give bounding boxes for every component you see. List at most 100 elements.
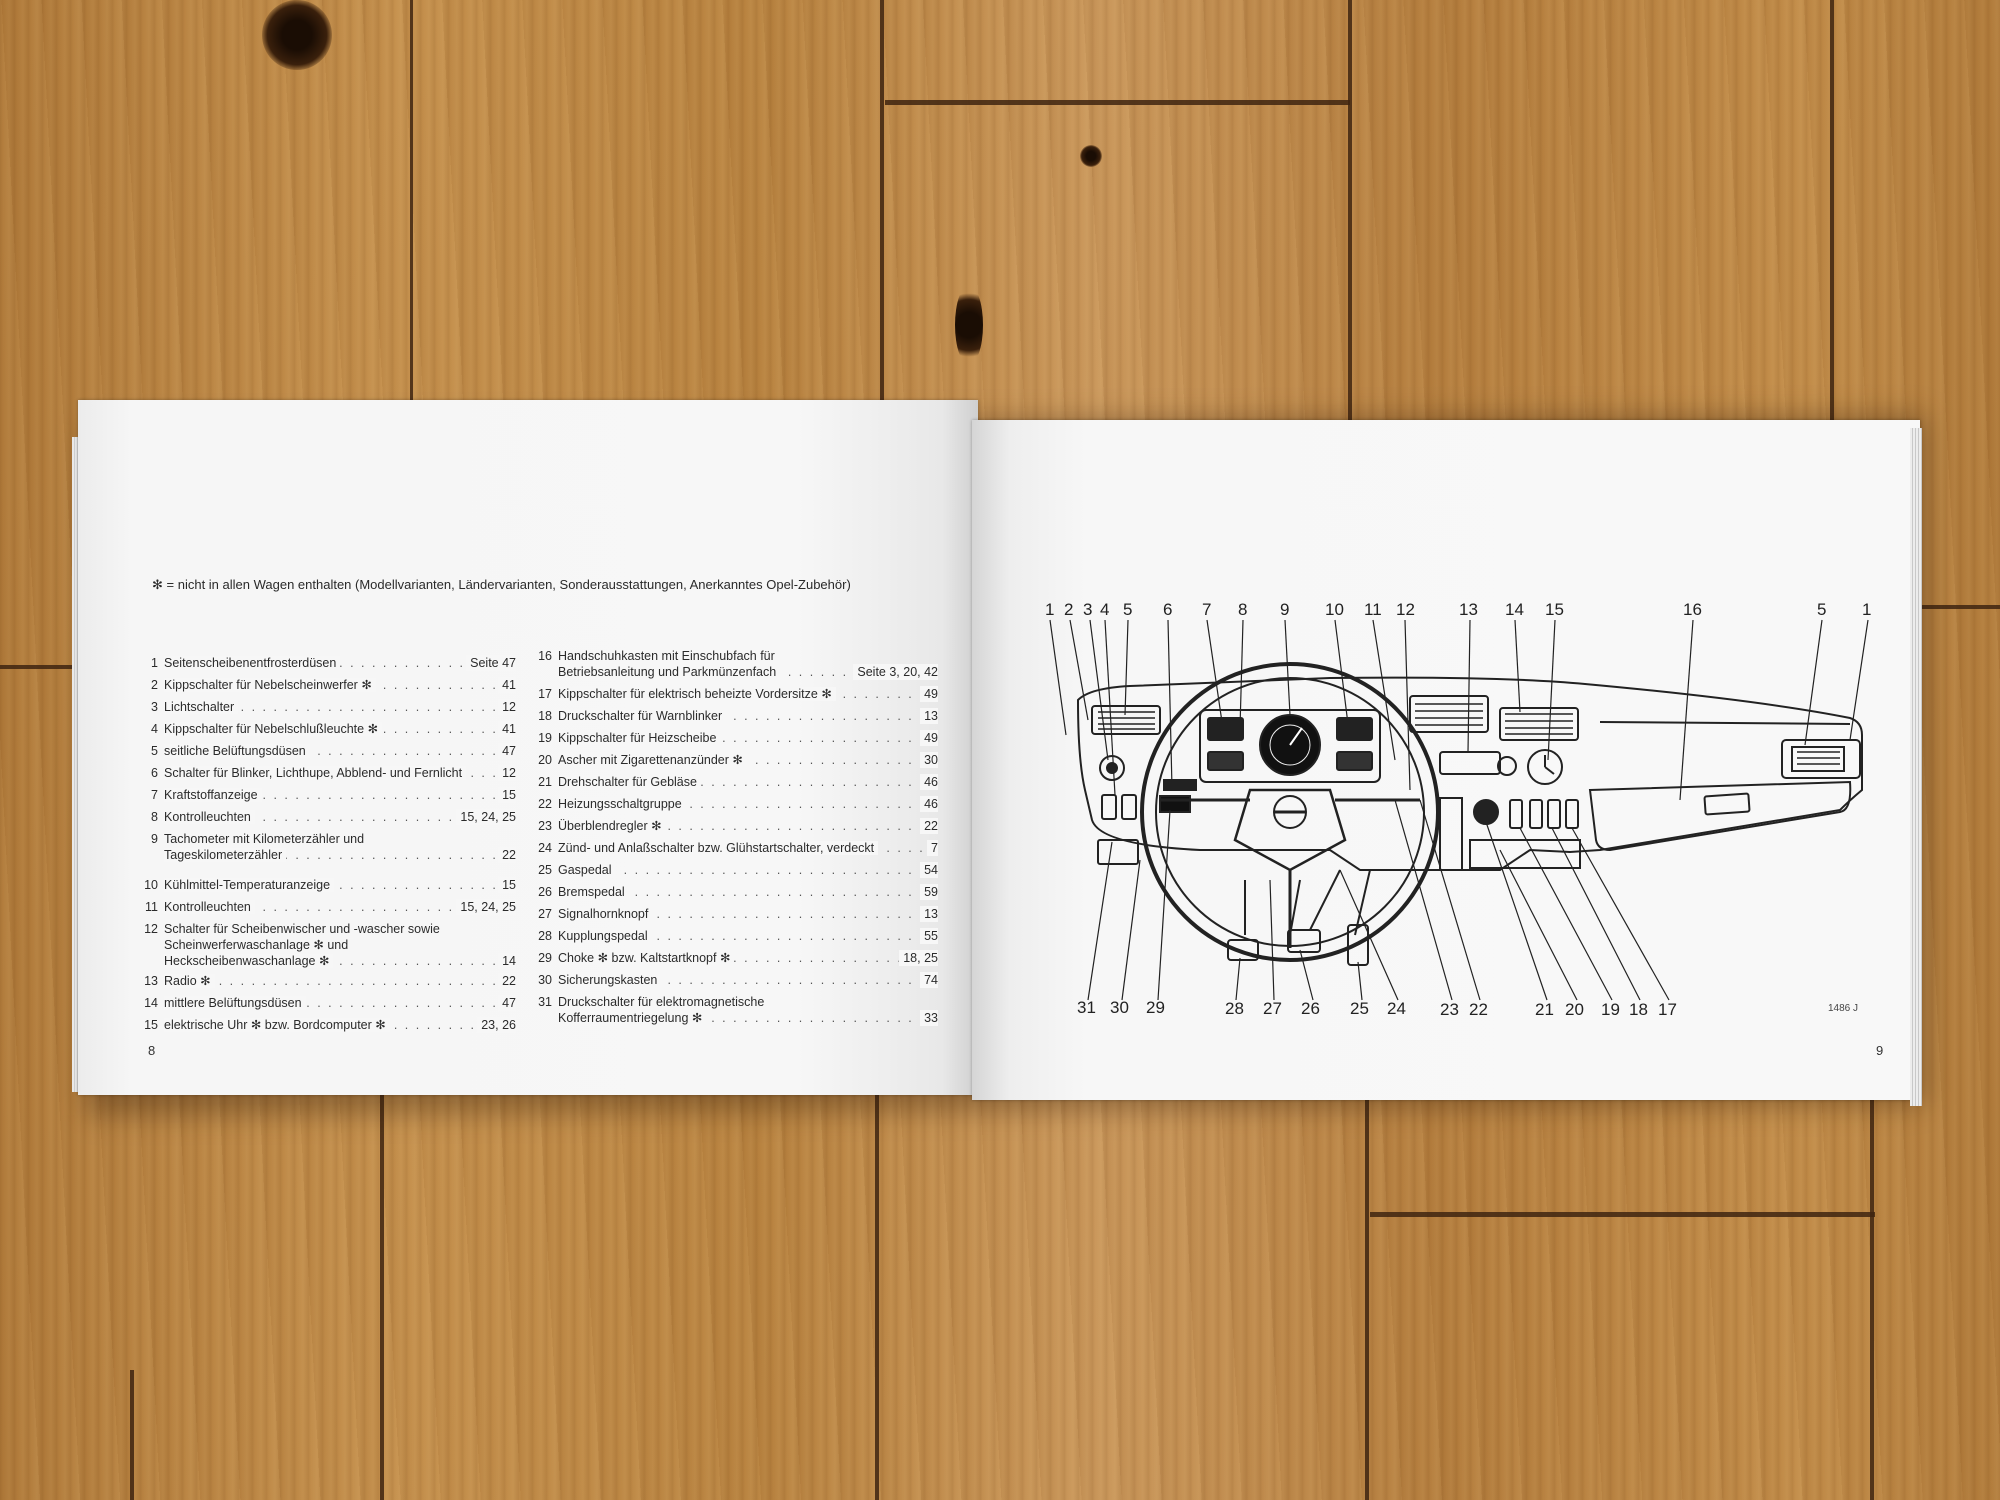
legend-number: 15	[144, 1018, 158, 1032]
legend-text: Schalter für Blinker, Lichthupe, Abblend…	[164, 766, 467, 780]
legend-number: 19	[538, 731, 552, 745]
legend-row: 11Kontrolleuchten15, 24, 25	[136, 899, 516, 915]
legend-number: 24	[538, 841, 552, 855]
legend-row: 19 Kippschalter für Heizscheibe 49	[530, 730, 938, 746]
legend-row: 7Kraftstoffanzeige15	[136, 787, 516, 803]
legend-page-ref: 7	[927, 840, 938, 856]
legend-text-cont: Kofferraumentriegelung ✻	[558, 1011, 703, 1025]
legend-text-cont: Betriebsanleitung und Parkmünzenfach	[558, 665, 777, 679]
legend-text: Kupplungspedal	[558, 929, 652, 943]
legend-page-ref: 49	[920, 730, 938, 746]
legend-text: Kippschalter für Nebelscheinwerfer ✻	[164, 678, 376, 692]
ashtray	[1469, 839, 1581, 869]
legend-page-ref: 15, 24, 25	[456, 809, 516, 825]
legend-page-ref: Seite 3, 20, 42	[853, 664, 938, 680]
legend-text: Sicherungskasten	[558, 973, 662, 987]
legend-number: 29	[538, 951, 552, 965]
callout-label: 29	[1146, 998, 1165, 1017]
legend-page-ref: 33	[920, 1010, 938, 1026]
callout-label: 21	[1535, 1000, 1554, 1019]
floor-seam	[1915, 605, 2000, 609]
legend-page-ref: 22	[498, 847, 516, 863]
floor-seam	[880, 0, 884, 430]
legend-number: 18	[538, 709, 552, 723]
legend-text: Kühlmittel-Temperaturanzeige	[164, 878, 335, 892]
legend-page-ref: 55	[920, 928, 938, 944]
legend-text-cont: Scheinwerferwaschanlage ✻ und	[164, 938, 349, 952]
heater-controls	[1439, 797, 1463, 871]
callout-label: 2	[1064, 600, 1074, 619]
callout-label: 19	[1601, 1000, 1620, 1019]
legend-number: 25	[538, 863, 552, 877]
legend-text-cont: Tageskilometerzähler	[164, 848, 283, 862]
radio	[1439, 751, 1501, 775]
legend-text: Radio ✻	[164, 974, 215, 988]
legend-text: seitliche Belüftungsdüsen	[164, 744, 310, 758]
legend-text: Handschuhkasten mit Einschubfach für	[558, 649, 775, 663]
callout-label: 7	[1202, 600, 1212, 619]
legend-page-ref: 12	[498, 699, 516, 715]
legend-number: 9	[151, 832, 158, 846]
legend-number: 13	[144, 974, 158, 988]
legend-page-ref: 15, 24, 25	[456, 899, 516, 915]
legend-page-ref: 41	[498, 677, 516, 693]
legend-text: Ascher mit Zigarettenanzünder ✻	[558, 753, 747, 767]
fan-knob	[1473, 799, 1499, 825]
legend-number: 22	[538, 797, 552, 811]
legend-row: 28Kupplungspedal55	[530, 928, 938, 944]
page-edges-right	[1910, 428, 1922, 1106]
vent-left	[1091, 705, 1161, 735]
legend-page-ref: 15	[498, 787, 516, 803]
steering-hub	[1233, 788, 1347, 872]
legend-text: Druckschalter für elektromagnetische	[558, 995, 765, 1009]
floor-seam	[410, 0, 413, 410]
legend-text: Kraftstoffanzeige	[164, 788, 262, 802]
legend-row: 2 Kippschalter für Nebelscheinwerfer ✻ 41	[136, 677, 516, 693]
legend-page-ref: 12	[498, 765, 516, 781]
legend-page-ref: 18, 25	[899, 950, 938, 966]
legend-number: 21	[538, 775, 552, 789]
wood-knot	[262, 0, 332, 70]
page-number-right: 9	[1876, 1043, 1884, 1058]
legend-page-ref: 47	[498, 995, 516, 1011]
callout-label: 26	[1301, 999, 1320, 1018]
legend-text: Druckschalter für Warnblinker	[558, 709, 727, 723]
legend-text: Lichtschalter	[164, 700, 239, 714]
legend-text: Kontrolleuchten	[164, 900, 255, 914]
legend-text: Kippschalter für Heizscheibe	[558, 731, 721, 745]
vent-center-right	[1499, 707, 1579, 741]
callout-label: 28	[1225, 999, 1244, 1018]
legend-number: 2	[151, 678, 158, 692]
legend-text-cont: Heckscheibenwaschanlage ✻	[164, 954, 330, 968]
legend-page-ref: 46	[920, 796, 938, 812]
legend-page-ref: Seite 47	[466, 655, 516, 671]
callout-label: 13	[1459, 600, 1478, 619]
floor-seam	[1348, 0, 1352, 420]
footnote-text: = nicht in allen Wagen enthalten (Modell…	[166, 577, 851, 592]
legend-page-ref: 30	[920, 752, 938, 768]
legend-number: 26	[538, 885, 552, 899]
floor-seam	[380, 1095, 384, 1500]
legend-page-ref: 41	[498, 721, 516, 737]
legend-number: 31	[538, 995, 552, 1009]
legend-page-ref: 23, 26	[477, 1017, 516, 1033]
legend-page-ref: 14	[498, 953, 516, 969]
legend-text: Kippschalter für elektrisch beheizte Vor…	[558, 687, 836, 701]
floor-seam	[1370, 1212, 1875, 1217]
legend-number: 16	[538, 649, 552, 663]
floor-seam	[0, 665, 78, 669]
legend-page-ref: 13	[920, 708, 938, 724]
legend-number: 5	[151, 744, 158, 758]
vent-side-right	[1781, 739, 1861, 779]
vent-center-left	[1409, 695, 1489, 733]
